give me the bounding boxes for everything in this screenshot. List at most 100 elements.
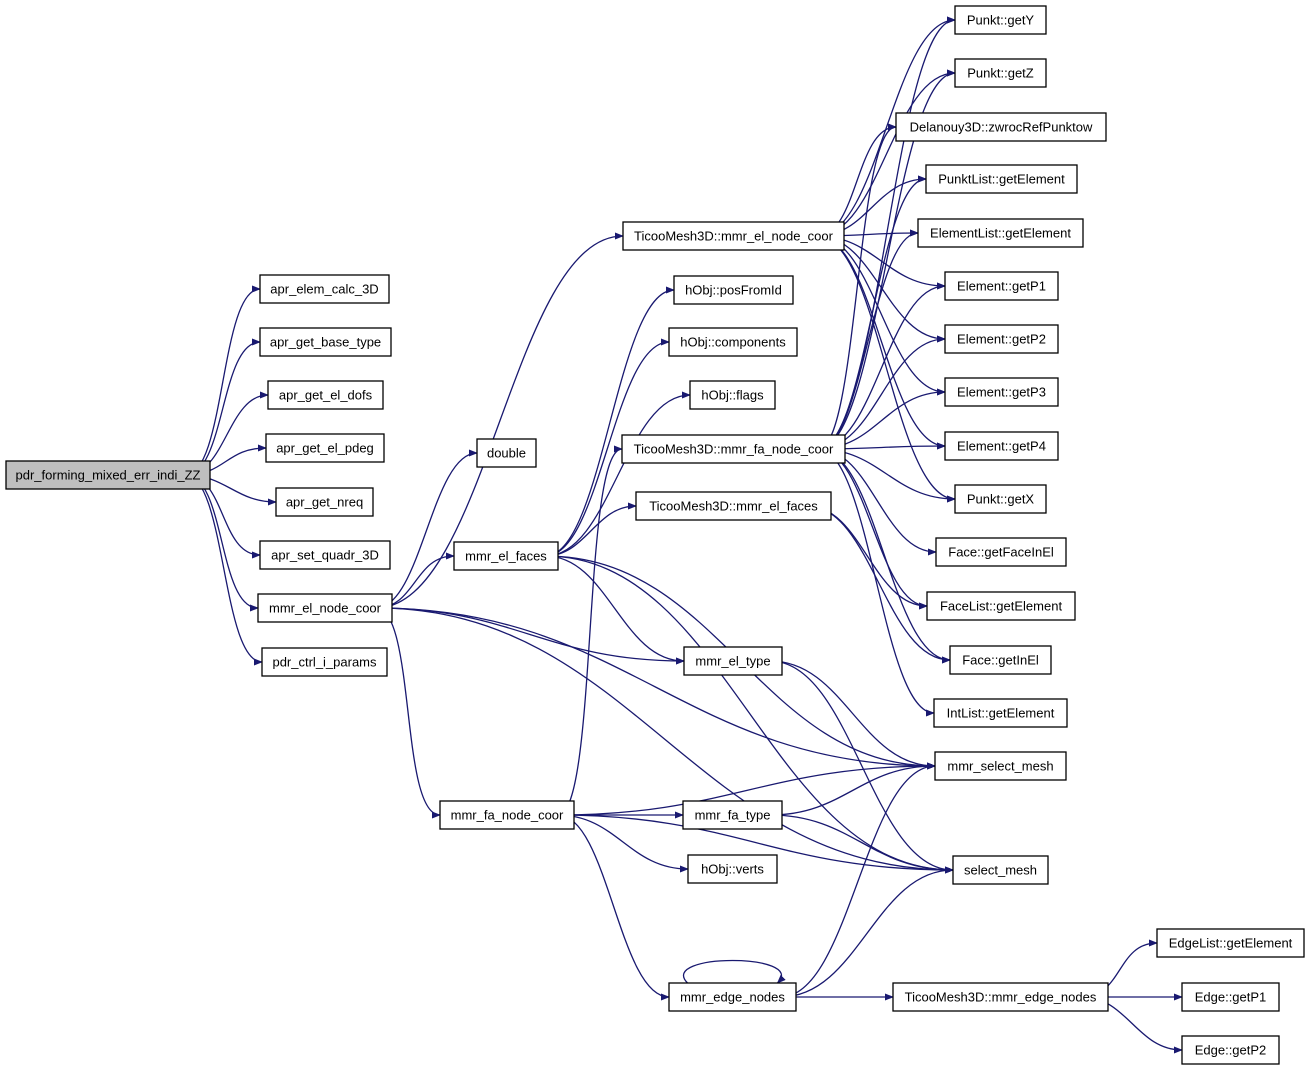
node-elementlist[interactable]: ElementList::getElement <box>917 218 1084 248</box>
edge-mmr-el-node-to-mmr-el-type <box>375 607 685 665</box>
node-label: hObj::verts <box>701 862 764 877</box>
node-mmr-el-node[interactable]: mmr_el_node_coor <box>257 593 393 623</box>
node-label: Punkt::getY <box>967 13 1035 28</box>
node-pdr-ctrl[interactable]: pdr_ctrl_i_params <box>261 647 388 677</box>
node-label: Face::getFaceInEl <box>948 545 1054 560</box>
node-getinel[interactable]: Face::getInEl <box>949 645 1052 675</box>
edge-mmr-el-faces-to-mmr-el-type <box>545 555 685 665</box>
edge-mmr-el-node-to-mmr-select <box>375 607 936 770</box>
edge-t-fa-node-to-getz <box>818 69 956 450</box>
node-t-edge[interactable]: TicooMesh3D::mmr_edge_nodes <box>892 982 1109 1012</box>
edge-t-fa-node-to-elementlist <box>818 229 919 450</box>
node-t-fa-node[interactable]: TicooMesh3D::mmr_fa_node_coor <box>621 434 846 464</box>
node-getfaceinel[interactable]: Face::getFaceInEl <box>935 537 1067 567</box>
node-flags[interactable]: hObj::flags <box>689 380 776 410</box>
edge-pdr-to-apr-elem <box>185 285 261 476</box>
node-label: apr_elem_calc_3D <box>270 282 378 297</box>
node-getx[interactable]: Punkt::getX <box>954 484 1047 514</box>
node-apr-nreq[interactable]: apr_get_nreq <box>275 487 374 517</box>
node-apr-quadr[interactable]: apr_set_quadr_3D <box>259 540 391 570</box>
node-t-el-faces[interactable]: TicooMesh3D::mmr_el_faces <box>635 491 832 521</box>
edge-pdr-to-pdr-ctrl <box>185 474 263 666</box>
node-apr-elem[interactable]: apr_elem_calc_3D <box>259 274 390 304</box>
node-mmr-fa-node[interactable]: mmr_fa_node_coor <box>439 800 575 830</box>
node-label: Punkt::getX <box>967 492 1035 507</box>
node-apr-base[interactable]: apr_get_base_type <box>259 327 392 357</box>
node-components[interactable]: hObj::components <box>668 327 798 357</box>
edge-mmr-el-faces-to-flags <box>545 391 691 557</box>
node-apr-dofs[interactable]: apr_get_el_dofs <box>267 380 384 410</box>
node-box <box>265 433 385 463</box>
node-box <box>954 58 1047 88</box>
node-box <box>895 112 1107 142</box>
edge-mmr-el-faces-to-components <box>545 338 670 557</box>
node-box <box>259 327 392 357</box>
node-getp4[interactable]: Element::getP4 <box>944 431 1059 461</box>
node-double[interactable]: double <box>476 438 537 468</box>
node-mmr-edge[interactable]: mmr_edge_nodes <box>668 982 797 1012</box>
node-box <box>673 275 794 305</box>
node-label: Element::getP3 <box>957 385 1046 400</box>
node-label: apr_get_el_pdeg <box>276 441 374 456</box>
node-label: TicooMesh3D::mmr_el_node_coor <box>634 229 834 244</box>
node-label: Element::getP2 <box>957 332 1046 347</box>
node-intlist[interactable]: IntList::getElement <box>933 698 1068 728</box>
node-label: apr_get_base_type <box>270 335 381 350</box>
node-apr-pdeg[interactable]: apr_get_el_pdeg <box>265 433 385 463</box>
node-box <box>683 646 783 676</box>
node-box <box>453 541 559 571</box>
edge-mmr-el-type-to-select-mesh <box>770 660 954 874</box>
node-facelist[interactable]: FaceList::getElement <box>926 591 1076 621</box>
node-label: ElementList::getElement <box>930 226 1071 241</box>
node-label: mmr_el_faces <box>465 549 547 564</box>
node-posfromid[interactable]: hObj::posFromId <box>673 275 794 305</box>
node-box <box>926 591 1076 621</box>
node-edgelist[interactable]: EdgeList::getElement <box>1156 928 1305 958</box>
node-label: Delanouy3D::zwrocRefPunktow <box>910 120 1093 135</box>
node-label: apr_get_el_dofs <box>279 388 373 403</box>
node-box <box>944 377 1059 407</box>
edge-t-el-faces-to-getinel <box>807 505 951 664</box>
node-box <box>439 800 575 830</box>
edge-mmr-fa-type-to-mmr-select <box>770 762 936 816</box>
node-box <box>267 380 384 410</box>
node-pdr[interactable]: pdr_forming_mixed_err_indi_ZZ <box>5 460 211 490</box>
node-edge-p1[interactable]: Edge::getP1 <box>1181 982 1280 1012</box>
edge-t-fa-node-to-facelist <box>818 448 928 610</box>
edge-t-el-faces-to-facelist <box>807 505 928 610</box>
node-box <box>621 434 846 464</box>
node-getp1[interactable]: Element::getP1 <box>944 271 1059 301</box>
node-box <box>935 537 1067 567</box>
node-mmr-fa-type[interactable]: mmr_fa_type <box>682 800 783 830</box>
node-mmr-el-type[interactable]: mmr_el_type <box>683 646 783 676</box>
node-box <box>934 751 1067 781</box>
node-box <box>892 982 1109 1012</box>
node-edge-p2[interactable]: Edge::getP2 <box>1181 1035 1280 1065</box>
node-verts[interactable]: hObj::verts <box>687 854 778 884</box>
node-select-mesh[interactable]: select_mesh <box>952 855 1049 885</box>
node-label: TicooMesh3D::mmr_el_faces <box>649 499 818 514</box>
node-getz[interactable]: Punkt::getZ <box>954 58 1047 88</box>
node-mmr-select[interactable]: mmr_select_mesh <box>934 751 1067 781</box>
node-box <box>944 324 1059 354</box>
node-gety[interactable]: Punkt::getY <box>954 5 1047 35</box>
node-t-el-node[interactable]: TicooMesh3D::mmr_el_node_coor <box>622 221 845 251</box>
node-box <box>687 854 778 884</box>
node-box <box>682 800 783 830</box>
edge-t-el-node-to-getz <box>817 69 956 237</box>
edge-t-fa-node-to-intlist <box>818 448 935 717</box>
node-box <box>1156 928 1305 958</box>
node-getp2[interactable]: Element::getP2 <box>944 324 1059 354</box>
node-punktlist[interactable]: PunktList::getElement <box>925 164 1078 194</box>
node-box <box>933 698 1068 728</box>
node-getp3[interactable]: Element::getP3 <box>944 377 1059 407</box>
node-delanouy[interactable]: Delanouy3D::zwrocRefPunktow <box>895 112 1107 142</box>
node-label: hObj::posFromId <box>685 283 782 298</box>
node-box <box>925 164 1078 194</box>
edge-pdr-to-mmr-el-node <box>185 474 259 612</box>
node-label: PunktList::getElement <box>938 172 1065 187</box>
node-box <box>944 271 1059 301</box>
node-mmr-el-faces[interactable]: mmr_el_faces <box>453 541 559 571</box>
node-label: mmr_select_mesh <box>947 759 1053 774</box>
